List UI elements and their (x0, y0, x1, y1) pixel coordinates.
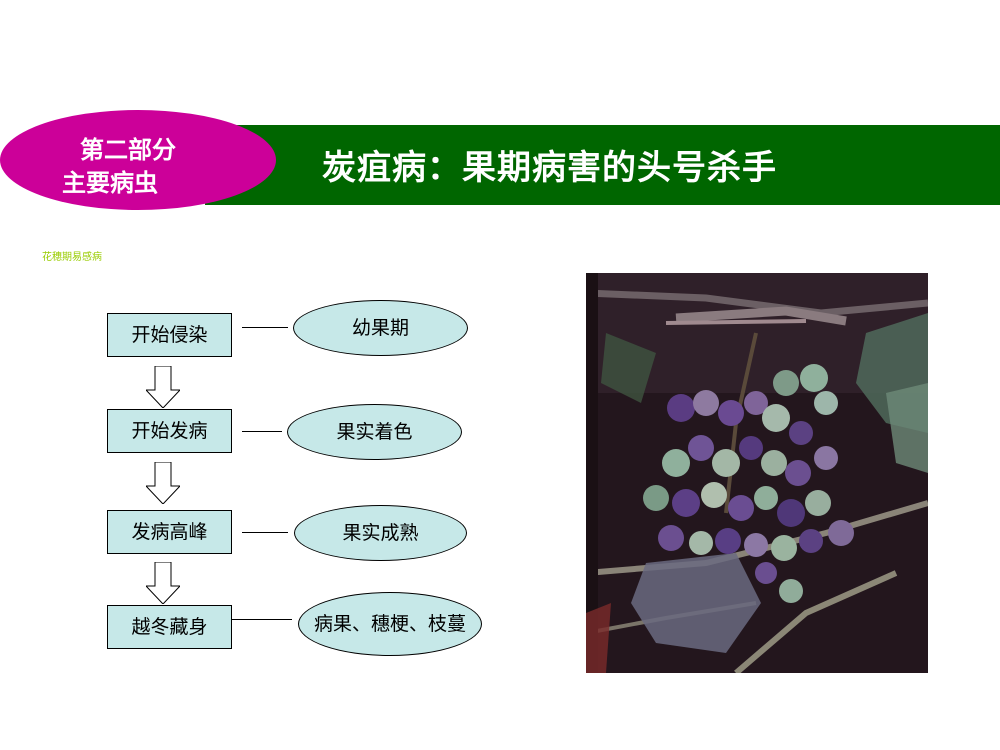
slide-title: 炭疽病：果期病害的头号杀手 (322, 148, 777, 188)
down-arrow-icon (146, 462, 180, 504)
period-ellipse-overwinter-sites: 病果、穗梗、枝蔓 (298, 592, 482, 656)
period-ellipse-coloring: 果实着色 (287, 404, 462, 460)
grape-anthracnose-photo (586, 273, 928, 673)
stage-box-overwinter: 越冬藏身 (107, 605, 232, 649)
stage-box-infection-start: 开始侵染 (107, 313, 232, 357)
stage-box-onset: 开始发病 (107, 409, 232, 453)
section-badge (0, 110, 276, 210)
stage-box-peak: 发病高峰 (107, 510, 232, 554)
connector-line (232, 619, 292, 620)
period-ellipse-ripening: 果实成熟 (294, 505, 467, 561)
title-bar (205, 125, 1000, 205)
connector-line (242, 431, 282, 432)
section-label-line2: 主要病虫 (62, 168, 158, 197)
down-arrow-icon (146, 366, 180, 408)
down-arrow-icon (146, 562, 180, 604)
susceptibility-note: 花穗期易感病 (42, 252, 102, 263)
connector-line (242, 327, 288, 328)
period-ellipse-young-fruit: 幼果期 (293, 300, 468, 356)
connector-line (242, 532, 288, 533)
section-label-line1: 第二部分 (80, 135, 176, 164)
